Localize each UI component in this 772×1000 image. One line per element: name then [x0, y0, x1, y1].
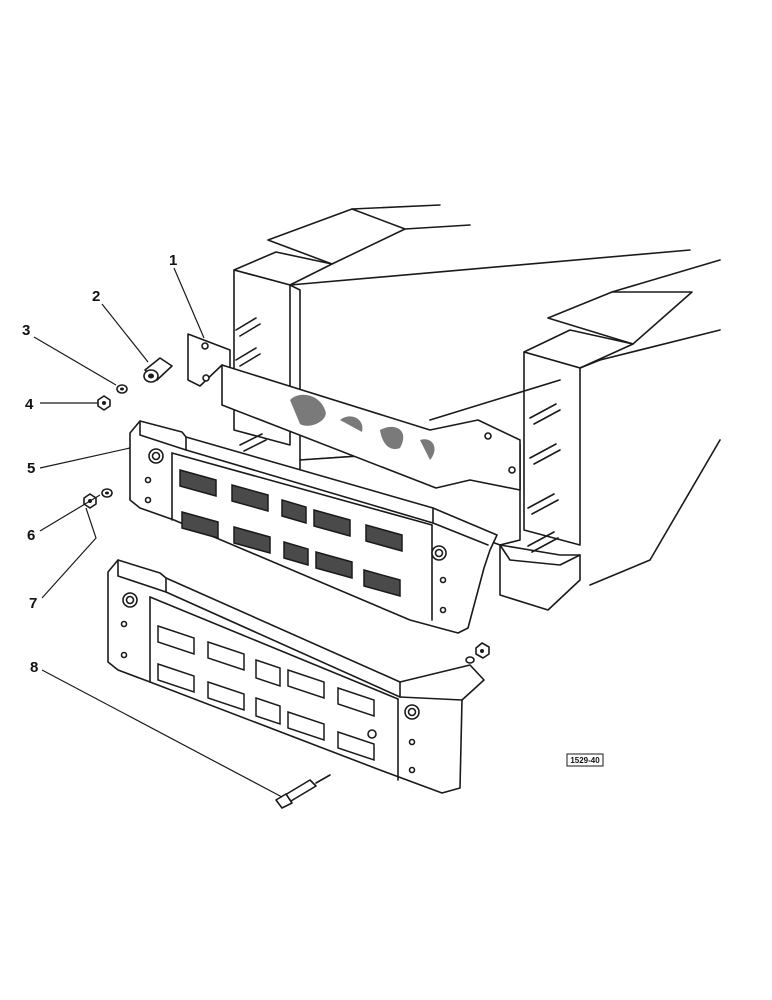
callout-5: 5 — [27, 460, 35, 477]
nut-lower-right — [465, 642, 490, 664]
nut-part-4 — [97, 395, 111, 411]
leader-lines — [33, 267, 283, 798]
callout-1: 1 — [169, 252, 177, 269]
front-weight-lower — [107, 559, 485, 794]
callout-8: 8 — [30, 659, 38, 676]
spacer-part-2 — [143, 357, 173, 383]
callout-2: 2 — [92, 288, 100, 305]
stud-bolts-left — [235, 317, 267, 452]
reference-code-box: 1529-40 — [566, 753, 604, 767]
callout-7: 7 — [29, 595, 37, 612]
stud-bolts-right — [527, 403, 561, 553]
bolt-part-8 — [275, 774, 331, 809]
callout-6: 6 — [27, 527, 35, 544]
front-weight-part-5 — [129, 420, 498, 634]
callout-3: 3 — [22, 322, 30, 339]
reference-code: 1529-40 — [570, 756, 600, 765]
callout-labels: 1 2 3 4 5 6 7 8 — [22, 252, 177, 676]
mounting-bracket-part-1 — [187, 333, 521, 491]
washer-part-3 — [116, 384, 128, 394]
callout-4: 4 — [25, 396, 34, 413]
lock-washer-part-6 — [101, 488, 113, 498]
